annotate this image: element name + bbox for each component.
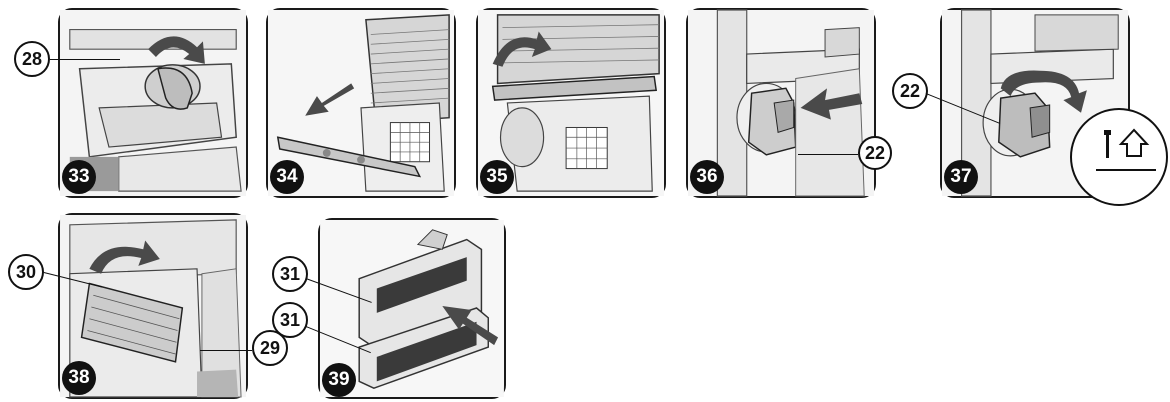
callout-leader [200, 350, 252, 351]
step-badge: 39 [322, 363, 356, 397]
panel-step-36: 36 22 [686, 8, 892, 198]
pull-arrow-icon [305, 83, 355, 116]
rotate-arrow-icon [89, 240, 160, 274]
step-badge: 36 [690, 160, 724, 194]
panel-35-illustration [478, 10, 664, 196]
panel-37-illustration [942, 9, 1128, 197]
callout-leader [798, 154, 858, 155]
pin-up-arrow-icon [1070, 108, 1168, 206]
part-callout-22: 22 [858, 136, 892, 170]
rotate-arrow-icon [148, 36, 205, 64]
step-badge: 37 [944, 160, 978, 194]
part-callout-22: 22 [892, 73, 928, 109]
step-badge: 34 [270, 160, 304, 194]
rotate-arrow-icon [1000, 70, 1087, 113]
panel-step-39: 39 [318, 218, 506, 399]
panel-step-33: 33 [58, 8, 248, 198]
callout-leader [50, 59, 120, 60]
step-badge: 38 [62, 361, 96, 395]
panel-39-illustration [320, 220, 504, 397]
pin-up-arrow-graphic [1096, 128, 1156, 171]
rotate-arrow-icon [492, 31, 552, 67]
step-badge: 35 [480, 160, 514, 194]
panel-38-illustration [60, 215, 246, 398]
part-callout-28: 28 [14, 41, 50, 77]
step-badge: 33 [62, 160, 96, 194]
panel-step-38: 38 [58, 213, 248, 399]
part-callout-31: 31 [272, 302, 308, 338]
push-arrow-icon [442, 306, 499, 346]
part-callout-31: 31 [272, 256, 308, 292]
panel-step-34: 34 [266, 8, 456, 198]
part-callout-30: 30 [8, 254, 44, 290]
panel-step-35: 35 [476, 8, 666, 198]
push-arrow-icon [800, 88, 863, 120]
